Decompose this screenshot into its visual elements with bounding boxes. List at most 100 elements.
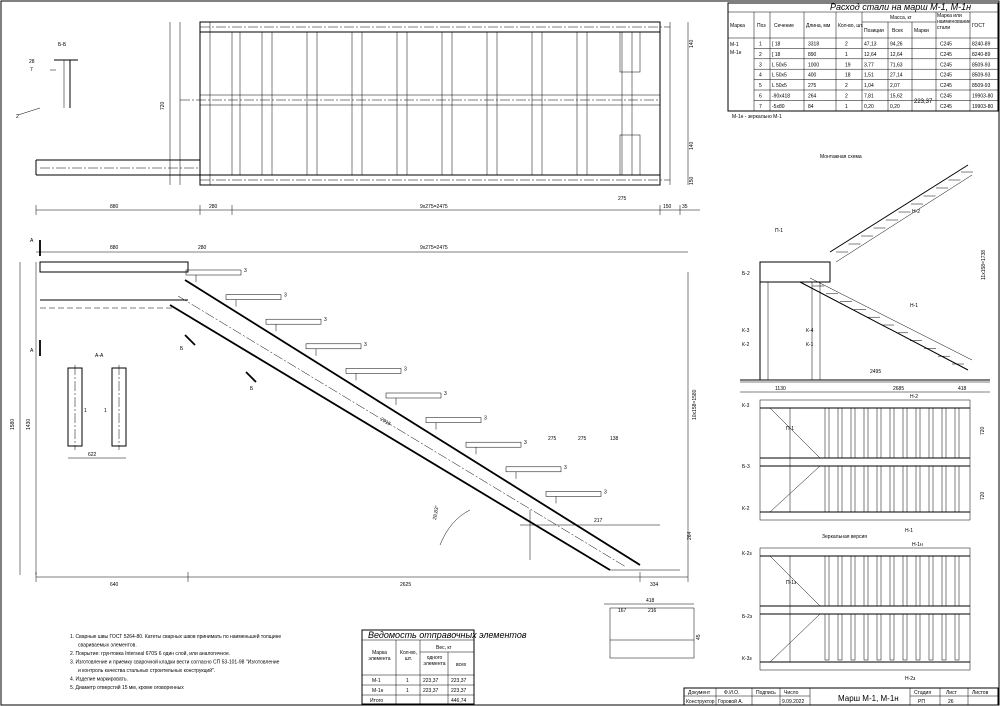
tread-pos-label: 3 <box>324 317 327 323</box>
mark-m1: М-1 <box>730 42 739 48</box>
steel-cell-pos: 4 <box>759 73 762 79</box>
steel-cell-m_all: 27,14 <box>890 73 903 79</box>
tread <box>505 466 562 473</box>
steel-cell-length: 84 <box>808 104 814 110</box>
tb-name-label: Ф.И.О. <box>724 690 739 696</box>
tb-drawing-title: Марш М-1, М-1н <box>838 694 899 703</box>
elements-table: Ведомость отправочных элементов Марка эл… <box>361 629 527 705</box>
steel-cell-m_all: 2,07 <box>890 83 900 89</box>
elements-table-title: Ведомость отправочных элементов <box>368 630 527 640</box>
tread-pos-label: 3 <box>444 391 447 397</box>
plan-rung <box>850 555 856 607</box>
plan-tread <box>486 31 498 176</box>
plan-rung <box>863 407 869 459</box>
dim-9x275-plan: 9x275=2475 <box>420 204 448 210</box>
plan-tread <box>441 31 453 176</box>
dim-140-plan-b: 140 <box>689 141 695 150</box>
tb-sheet-label: Лист <box>946 690 958 696</box>
dim-1580-elev: 1580 <box>10 419 16 430</box>
et-cell-qty: 1 <box>406 678 409 684</box>
section-bb-label: Б-Б <box>58 42 67 48</box>
scheme-n1: Н-1 <box>910 303 918 309</box>
plan-rung <box>837 555 843 607</box>
steel-cell-pos: 1 <box>759 42 762 48</box>
steel-cell-m_all: 15,62 <box>890 94 903 100</box>
tread <box>385 392 442 399</box>
dim-45-detail: 45 <box>696 634 702 640</box>
dim-217-elev: 217 <box>594 518 603 524</box>
tread <box>225 294 282 300</box>
general-notes: 1. Сварные швы ГОСТ 5264-80. Катеты свар… <box>70 633 281 691</box>
bb-label-2: 2 <box>16 114 19 120</box>
et-cell-qty: 1 <box>406 688 409 694</box>
plan-rung <box>928 465 934 513</box>
steel-cell-gost: 8509-93 <box>972 83 991 89</box>
dim-10x158-elev: 10x158=1580 <box>692 389 698 420</box>
section-bb-detail: Б-Б 7 28 2 <box>16 42 78 120</box>
tread-pos-label: 3 <box>404 366 407 372</box>
dim-11x158-scheme: 11x158=1738 <box>981 250 987 280</box>
et-cell-one: 223,37 <box>423 688 439 694</box>
steel-cell-qty: 2 <box>845 42 848 48</box>
steel-cell-length: 275 <box>808 83 817 89</box>
dim-216-detail: 216 <box>648 608 657 614</box>
steel-cell-length: 3318 <box>808 42 819 48</box>
dim-275-elev-a: 275 <box>578 436 587 442</box>
tb-person: Горовой А. <box>718 698 743 705</box>
et-total-label: Итого <box>370 698 383 704</box>
note-line: и контроль качества стальных строительны… <box>78 667 215 674</box>
scheme-k1-elev: К-1 <box>806 342 814 348</box>
steel-cell-m_item: 12,64 <box>864 52 877 58</box>
steel-cell-gost: 8509-93 <box>972 73 991 79</box>
scheme-k2-elev: К-2 <box>742 342 750 348</box>
plan-rung <box>954 555 960 607</box>
tb-sheet: 26 <box>948 699 954 705</box>
steel-cell-qty: 2 <box>845 94 848 100</box>
tb-sheets-label: Листов <box>972 690 989 696</box>
tb-role: Конструктор <box>686 699 715 705</box>
plan-rung <box>902 407 908 459</box>
plan-rung <box>941 613 947 661</box>
plan-rung <box>889 465 895 513</box>
steel-cell-gost: 19903-80 <box>972 104 993 110</box>
dim-880-plan: 880 <box>110 204 119 210</box>
et-cell-all: 223,37 <box>451 688 467 694</box>
dim-640-elev: 640 <box>110 582 119 588</box>
dim-418-scheme: 418 <box>958 386 967 392</box>
plan-rung <box>915 465 921 513</box>
scheme-k4-elev: К-4 <box>806 328 814 334</box>
note-line: 3. Изготовление и приемку сварочной клад… <box>70 659 280 666</box>
steel-cell-section: [ 18 <box>772 42 781 48</box>
et-th-qty: Кол-во, шт. <box>400 650 417 662</box>
plan-rung <box>902 613 908 661</box>
steel-cell-section: [ 18 <box>772 52 781 58</box>
steel-cell-length: 264 <box>808 94 817 100</box>
plan-rung <box>824 407 830 459</box>
plan-rung <box>902 465 908 513</box>
dim-622-aa: 622 <box>88 452 97 458</box>
steel-cell-m_item: 3,77 <box>864 62 874 68</box>
steel-cell-m_item: 7,81 <box>864 94 874 100</box>
plan-rung <box>837 613 843 661</box>
tb-sign-label: Подпись <box>756 690 776 696</box>
plan-view: 880 280 9x275=2475 150 35 275 720 140 14… <box>35 21 700 215</box>
bottom-detail: 418 167 216 45 <box>604 598 702 659</box>
tb-stage: РП <box>918 699 925 705</box>
dim-280-elev: 280 <box>198 245 207 251</box>
note-line: 1. Сварные швы ГОСТ 5264-80. Катеты свар… <box>70 633 281 640</box>
dim-418-detail: 418 <box>646 598 655 604</box>
dim-275-elev-b: 275 <box>548 436 557 442</box>
tread <box>305 343 362 350</box>
steel-cell-gost: 8240-89 <box>972 52 991 58</box>
steel-cell-steel: C245 <box>940 83 952 89</box>
steel-cell-steel: C245 <box>940 52 952 58</box>
plan-rung <box>837 465 843 513</box>
th-length: Длина, мм <box>806 23 831 29</box>
dim-2685-scheme: 2685 <box>893 386 904 392</box>
steel-cell-m_all: 12,64 <box>890 52 903 58</box>
mirror-note: М-1н - зеркально М-1 <box>732 114 782 120</box>
tread <box>545 491 602 497</box>
plan-rung <box>850 465 856 513</box>
th-mass: Масса, кг <box>890 15 912 21</box>
